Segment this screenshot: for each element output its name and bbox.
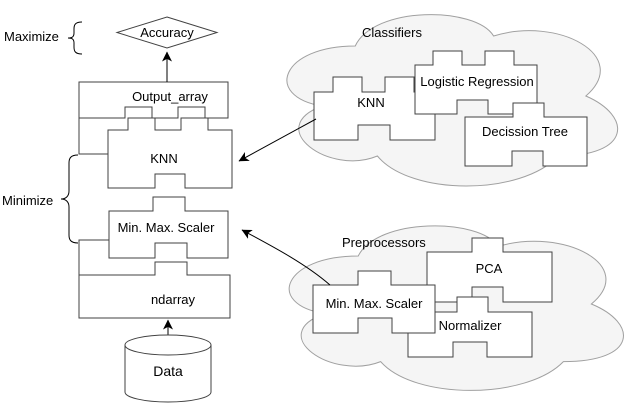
minimize-label: Minimize bbox=[2, 193, 53, 208]
classifier-decision-tree-label: Decission Tree bbox=[482, 124, 568, 139]
preprocessor-pca-label: PCA bbox=[476, 261, 503, 276]
maximize-brace bbox=[67, 21, 83, 55]
pipeline-output-array-piece bbox=[78, 81, 229, 119]
preprocessors-to-pipeline-arrow bbox=[241, 229, 331, 286]
classifiers-to-pipeline-arrow bbox=[238, 118, 317, 162]
maximize-label: Maximize bbox=[4, 29, 59, 44]
classifier-decision-tree-piece bbox=[464, 102, 588, 167]
scaler-to-ndarray-connector bbox=[78, 239, 109, 275]
data-cylinder-label: Data bbox=[153, 363, 183, 379]
pipeline-minmax-piece bbox=[108, 196, 229, 259]
preprocessors-cloud-title: Preprocessors bbox=[342, 235, 426, 250]
data-cylinder-body bbox=[124, 345, 212, 403]
preprocessor-normalizer-label: Normalizer bbox=[439, 318, 503, 333]
preprocessor-minmax-label: Min. Max. Scaler bbox=[326, 296, 423, 311]
pipeline-minmax-label: Min. Max. Scaler bbox=[118, 220, 215, 235]
preprocessor-normalizer-piece bbox=[407, 296, 533, 358]
data-cylinder: Data bbox=[124, 334, 212, 403]
preprocessor-minmax-piece bbox=[312, 270, 436, 334]
data-cylinder-top bbox=[124, 334, 212, 356]
pipeline-knn-piece bbox=[107, 117, 233, 189]
output-to-knn-connector bbox=[78, 118, 108, 155]
classifier-knn-label: KNN bbox=[357, 95, 384, 110]
accuracy-label: Accuracy bbox=[140, 25, 194, 40]
pipeline-knn-label: KNN bbox=[150, 151, 177, 166]
classifier-logistic-regression-piece bbox=[414, 50, 538, 115]
pipeline-output-array-label: Output_array bbox=[132, 89, 208, 104]
classifier-knn-piece bbox=[313, 76, 436, 141]
classifiers-cloud-title: Classifiers bbox=[362, 25, 422, 40]
accuracy-diamond bbox=[115, 16, 219, 49]
classifier-logistic-regression-label: Logistic Regression bbox=[420, 74, 533, 89]
minimize-brace bbox=[60, 154, 79, 244]
pipeline-ndarray-label: ndarray bbox=[151, 292, 196, 307]
pipeline-ndarray-piece bbox=[78, 261, 231, 319]
